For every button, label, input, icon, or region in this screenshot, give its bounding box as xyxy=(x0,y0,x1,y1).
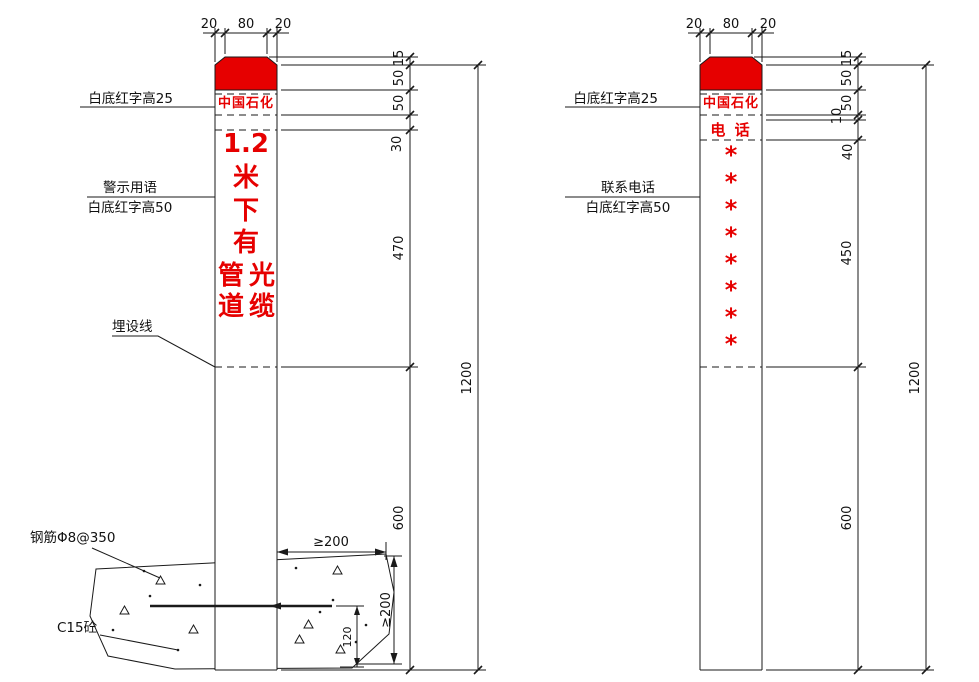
left-total-dim: 1200 xyxy=(460,60,483,675)
asterisk: * xyxy=(725,276,738,304)
asterisk: * xyxy=(725,303,738,331)
cap-spec-label: 白底红字高25 xyxy=(573,90,658,107)
band-divider-dashed xyxy=(700,93,762,141)
dim-label: 50 xyxy=(392,95,407,112)
warning-spec-label-top: 警示用语 xyxy=(103,180,157,196)
dim-label: 20 xyxy=(686,17,703,32)
left-post: 20 80 20 xyxy=(30,17,486,675)
left-post-body: 中国石化 1.2 米 下 有 管 光 道 缆 xyxy=(150,56,332,671)
warning-char: 道 xyxy=(218,291,244,322)
dim-label: 80 xyxy=(723,17,740,32)
red-cap xyxy=(699,56,763,91)
asterisk: * xyxy=(725,330,738,358)
dim-label: 50 xyxy=(840,70,855,87)
phone-number-placeholder: * * * * * * * * xyxy=(725,141,738,358)
warning-char: 下 xyxy=(233,196,259,226)
brand-text: 中国石化 xyxy=(703,95,759,111)
warning-spec-label-bottom: 白底红字高50 xyxy=(88,199,173,216)
right-top-width-dims: 20 80 20 xyxy=(686,17,777,62)
aggregate-triangles xyxy=(119,564,346,654)
rebar-label: 钢筋Φ8@350 xyxy=(30,529,115,546)
dim-label: 470 xyxy=(392,236,407,261)
right-annotations: 白底红字高25 联系电话 白底红字高50 xyxy=(565,90,700,216)
left-top-width-dims: 20 80 20 xyxy=(201,17,292,62)
dim-label: 10 xyxy=(830,108,845,125)
right-post-body: 中国石化 电 话 * * * * * * * * xyxy=(699,56,763,671)
dim-label: 120 xyxy=(341,627,354,648)
left-foundation xyxy=(89,553,395,670)
asterisk: * xyxy=(725,195,738,223)
dim-label: 1200 xyxy=(460,361,475,394)
contact-spec-label-bottom: 白底红字高50 xyxy=(586,199,671,216)
warning-char: 有 xyxy=(233,228,259,258)
dim-label: 15 xyxy=(840,50,855,67)
dim-label: 30 xyxy=(390,136,405,153)
warning-char: 光 xyxy=(248,261,275,291)
dim-label: 15 xyxy=(392,50,407,67)
burial-line-label: 埋设线 xyxy=(112,319,153,335)
dim-label: 20 xyxy=(201,17,218,32)
warning-char: 管 xyxy=(218,261,244,291)
dim-label: 20 xyxy=(275,17,292,32)
asterisk: * xyxy=(725,141,738,169)
right-dim-chain: 15 50 50 10 40 450 600 xyxy=(754,50,934,675)
dim-label: 450 xyxy=(840,241,855,266)
asterisk: * xyxy=(725,168,738,196)
phone-band-text: 电 话 xyxy=(710,121,751,139)
left-annotations: 白底红字高25 警示用语 白底红字高50 埋设线 钢筋Φ8@350 C15砼 xyxy=(30,90,216,651)
foundation-outline xyxy=(89,553,395,670)
warning-char: 米 xyxy=(233,163,259,193)
left-dim-chain: 15 50 50 30 470 600 xyxy=(269,50,486,675)
brand-text: 中国石化 xyxy=(218,95,274,111)
right-post: 20 80 20 中国石化 电 话 * * * * * xyxy=(565,17,934,675)
dim-label: ≥200 xyxy=(379,592,394,628)
dim-label: 600 xyxy=(392,506,407,531)
concrete-label: C15砼 xyxy=(57,620,98,636)
red-cap xyxy=(214,56,278,91)
dim-label: 600 xyxy=(840,506,855,531)
right-total-dim: 1200 xyxy=(908,60,931,675)
warning-text: 1.2 米 下 有 管 光 道 缆 xyxy=(218,129,275,322)
warning-char: 1.2 xyxy=(223,129,269,159)
dim-label: 20 xyxy=(760,17,777,32)
warning-char: 缆 xyxy=(249,291,275,322)
asterisk: * xyxy=(725,222,738,250)
dim-label: 40 xyxy=(841,144,856,161)
band-divider-dashed xyxy=(215,93,277,131)
dim-label: 80 xyxy=(238,17,255,32)
dim-label: 50 xyxy=(840,95,855,112)
cap-spec-label: 白底红字高25 xyxy=(88,90,173,107)
asterisk: * xyxy=(725,249,738,277)
dim-label: 50 xyxy=(392,70,407,87)
rebar-arrow xyxy=(270,602,281,610)
dim-label: 1200 xyxy=(908,361,923,394)
left-foundation-dims: ≥200 ≥200 120 xyxy=(277,535,402,668)
contact-spec-label-top: 联系电话 xyxy=(601,180,655,196)
dim-label: ≥200 xyxy=(313,535,349,550)
